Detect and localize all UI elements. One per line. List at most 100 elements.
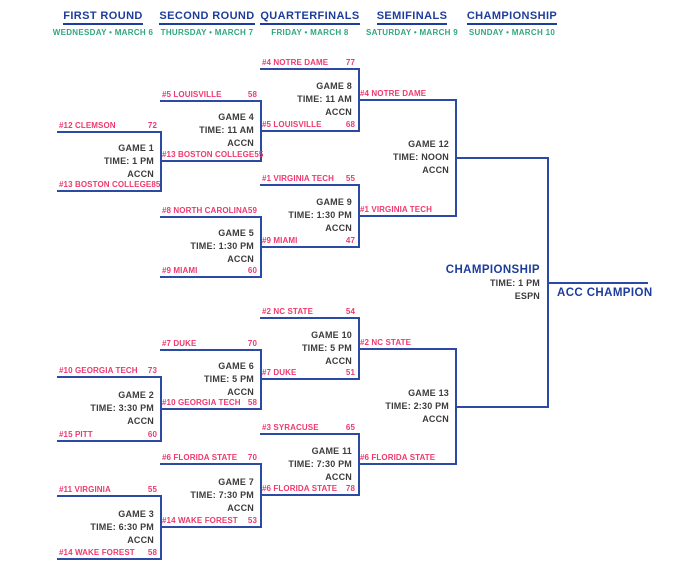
team-score: 77 xyxy=(345,58,355,67)
team-name: #2 NC STATE xyxy=(360,338,412,347)
team-name: #4 NOTRE DAME xyxy=(262,58,329,67)
team-name: #6 FLORIDA STATE xyxy=(360,453,436,462)
team-line-bottom xyxy=(160,276,260,278)
game-network: ACCN xyxy=(325,223,352,233)
game-label: GAME 7 xyxy=(218,476,254,487)
team-row-bottom: #1 VIRGINIA TECH xyxy=(358,203,455,214)
team-line-bottom xyxy=(260,378,358,380)
game-label: GAME 1 xyxy=(118,142,154,153)
game-info: GAME 12 TIME: NOON ACCN xyxy=(393,138,449,177)
team-score: 55 xyxy=(147,485,157,494)
team-name: #9 MIAMI xyxy=(262,236,298,245)
round-header-2: SECOND ROUND THURSDAY • MARCH 7 xyxy=(137,6,277,37)
team-score: 70 xyxy=(247,339,257,348)
team-score: 53 xyxy=(247,516,257,525)
round-header-4: SEMIFINALS SATURDAY • MARCH 9 xyxy=(342,6,482,37)
team-name: #7 DUKE xyxy=(162,339,197,348)
championship-info: CHAMPIONSHIP TIME: 1 PM ESPN xyxy=(446,263,540,303)
game-network: ACCN xyxy=(422,165,449,175)
championship-title: CHAMPIONSHIP xyxy=(445,264,540,276)
game-label: GAME 5 xyxy=(218,228,254,238)
game-time: TIME: 6:30 PM xyxy=(90,521,154,532)
game-network: ACCN xyxy=(127,168,154,179)
team-name: #14 WAKE FOREST xyxy=(59,548,135,557)
semifinal-winner-line-top xyxy=(455,157,547,159)
team-name: #11 VIRGINIA xyxy=(59,485,111,494)
team-score: 78 xyxy=(345,484,355,493)
team-score: 55 xyxy=(345,174,355,183)
game-label: GAME 12 xyxy=(408,139,449,149)
round-date: FRIDAY • MARCH 8 xyxy=(271,28,349,37)
game-label: GAME 8 xyxy=(316,81,352,91)
team-line-top xyxy=(160,349,260,351)
team-row-bottom: #9 MIAMI 47 xyxy=(260,234,358,245)
team-score: 58 xyxy=(247,90,257,99)
team-line-top xyxy=(260,184,358,186)
team-line-top xyxy=(358,99,455,101)
championship-time: TIME: 1 PM xyxy=(489,278,540,288)
team-name: #14 WAKE FOREST xyxy=(162,516,238,525)
team-name: #6 FLORIDA STATE xyxy=(262,484,338,493)
round-date: THURSDAY • MARCH 7 xyxy=(160,28,254,37)
team-score: 58 xyxy=(247,398,257,407)
team-score: 60 xyxy=(247,266,257,275)
semifinal-winner-line-bottom xyxy=(455,406,547,408)
game-label: GAME 2 xyxy=(118,390,154,400)
team-name: #9 MIAMI xyxy=(162,266,198,275)
game-time: TIME: 3:30 PM xyxy=(90,403,154,413)
team-line-bottom xyxy=(57,440,160,442)
game-network: ACCN xyxy=(325,355,352,366)
team-score: 85 xyxy=(151,180,161,189)
team-name: #1 VIRGINIA TECH xyxy=(360,205,432,214)
round-title: CHAMPIONSHIP xyxy=(466,10,558,25)
team-name: #10 GEORGIA TECH xyxy=(59,366,138,375)
round-date: SATURDAY • MARCH 9 xyxy=(365,28,459,37)
team-score: 47 xyxy=(345,236,355,245)
game-time: TIME: 1:30 PM xyxy=(288,210,352,220)
team-line-bottom xyxy=(260,494,358,496)
team-line-top xyxy=(260,317,358,319)
game-time: TIME: 1:30 PM xyxy=(190,241,254,251)
team-name: #10 GEORGIA TECH xyxy=(162,398,241,407)
game-label: GAME 11 xyxy=(311,445,352,456)
game-label: GAME 6 xyxy=(218,360,254,371)
team-row-bottom: #10 GEORGIA TECH 58 xyxy=(160,396,260,407)
team-score: 51 xyxy=(345,368,355,377)
game-time: TIME: 7:30 PM xyxy=(190,489,254,500)
acc-champion-label: ACC CHAMPION xyxy=(557,287,653,299)
game-label: GAME 3 xyxy=(118,508,154,519)
team-name: #2 NC STATE xyxy=(262,307,314,316)
game-network: ACCN xyxy=(422,413,449,424)
team-line-bottom xyxy=(358,215,455,217)
team-row-top: #2 NC STATE xyxy=(358,336,455,347)
game-time: TIME: 11 AM xyxy=(199,125,254,135)
team-score: 59 xyxy=(247,206,257,215)
team-line-bottom xyxy=(57,558,160,560)
round-title: SEMIFINALS xyxy=(376,10,448,25)
game-label: GAME 10 xyxy=(311,329,352,340)
game-time: TIME: NOON xyxy=(393,152,449,162)
round-date: WEDNESDAY • MARCH 6 xyxy=(52,28,154,37)
round-title: SECOND ROUND xyxy=(159,10,255,25)
game-time: TIME: 2:30 PM xyxy=(385,400,449,411)
game-time: TIME: 1 PM xyxy=(103,155,154,166)
team-row-top: #7 DUKE 70 xyxy=(160,337,260,348)
team-name: #3 SYRACUSE xyxy=(262,423,319,432)
game-time: TIME: 5 PM xyxy=(203,373,254,384)
team-line-top xyxy=(160,216,260,218)
team-row-bottom: #14 WAKE FOREST 53 xyxy=(160,514,260,525)
